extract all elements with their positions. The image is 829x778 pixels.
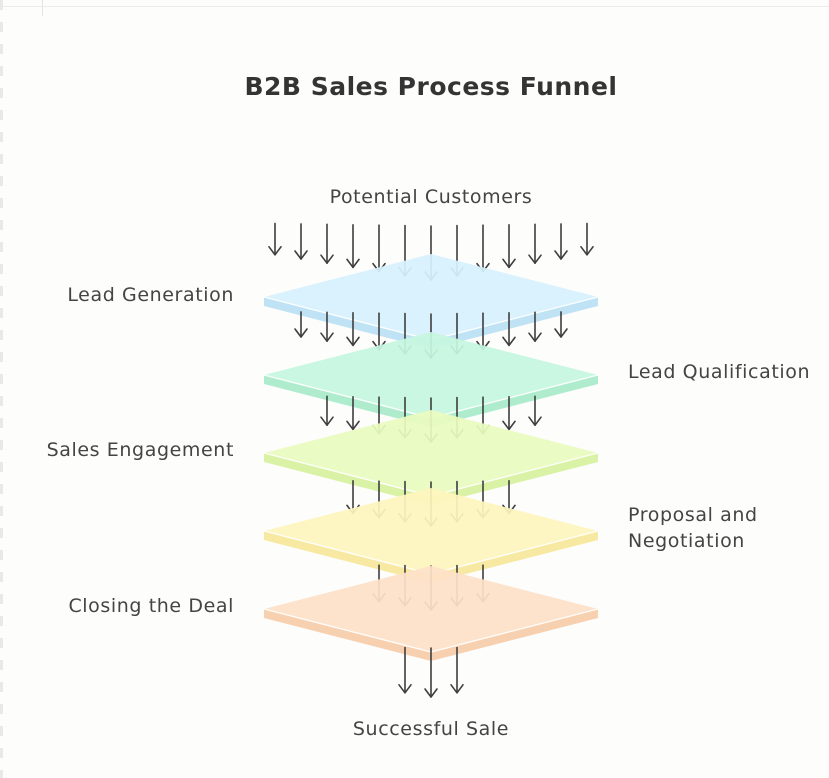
flow-arrow bbox=[528, 311, 542, 343]
flow-arrow bbox=[502, 223, 516, 269]
arrow-group-5 bbox=[398, 646, 464, 698]
layer-label-lead-generation: Lead Generation bbox=[67, 284, 234, 306]
flow-arrow bbox=[372, 224, 386, 273]
flow-arrow bbox=[554, 223, 568, 260]
flow-arrow bbox=[294, 311, 308, 338]
flow-arrow bbox=[268, 222, 282, 256]
flow-arrow bbox=[346, 395, 360, 431]
layer-label-proposal-line-1: Proposal and bbox=[628, 504, 758, 526]
flow-arrow bbox=[476, 224, 490, 273]
flow-arrow bbox=[346, 311, 360, 347]
flow-arrow bbox=[346, 223, 360, 269]
diagram-title: B2B Sales Process Funnel bbox=[244, 72, 618, 101]
flow-arrow bbox=[528, 395, 542, 427]
flow-arrow bbox=[320, 395, 334, 427]
layer-side-face bbox=[264, 375, 598, 427]
layer-top-face bbox=[264, 488, 598, 574]
canvas-notch bbox=[42, 0, 43, 16]
canvas-top-edge bbox=[0, 6, 829, 7]
layer-side-face bbox=[264, 453, 598, 505]
layer-label-sales-engagement: Sales Engagement bbox=[46, 439, 234, 461]
flow-arrow bbox=[450, 646, 464, 694]
flow-arrow bbox=[320, 223, 334, 265]
funnel-layer-4 bbox=[263, 566, 599, 661]
layer-side-face bbox=[264, 297, 598, 349]
flow-arrow bbox=[398, 646, 412, 694]
flow-arrow bbox=[554, 311, 568, 338]
canvas-left-edge bbox=[0, 0, 3, 778]
layer-label-lead-qualification: Lead Qualification bbox=[628, 361, 811, 383]
funnel-layer-2 bbox=[263, 410, 599, 505]
flow-arrow bbox=[320, 311, 334, 343]
layer-top-face bbox=[264, 566, 598, 652]
flow-arrow bbox=[424, 647, 438, 698]
top-label: Potential Customers bbox=[329, 186, 533, 208]
layer-label-proposal-line-2: Negotiation bbox=[628, 530, 745, 552]
bottom-label: Successful Sale bbox=[352, 718, 510, 740]
flow-arrow bbox=[528, 223, 542, 265]
flow-arrow bbox=[502, 395, 516, 431]
layer-side-face bbox=[264, 609, 598, 661]
layer-side-face bbox=[264, 531, 598, 583]
flow-arrow bbox=[294, 223, 308, 260]
flow-arrow bbox=[580, 222, 594, 256]
funnel-layer-0 bbox=[263, 254, 599, 349]
flow-arrow bbox=[502, 311, 516, 347]
layer-label-closing-the-deal: Closing the Deal bbox=[68, 595, 234, 617]
